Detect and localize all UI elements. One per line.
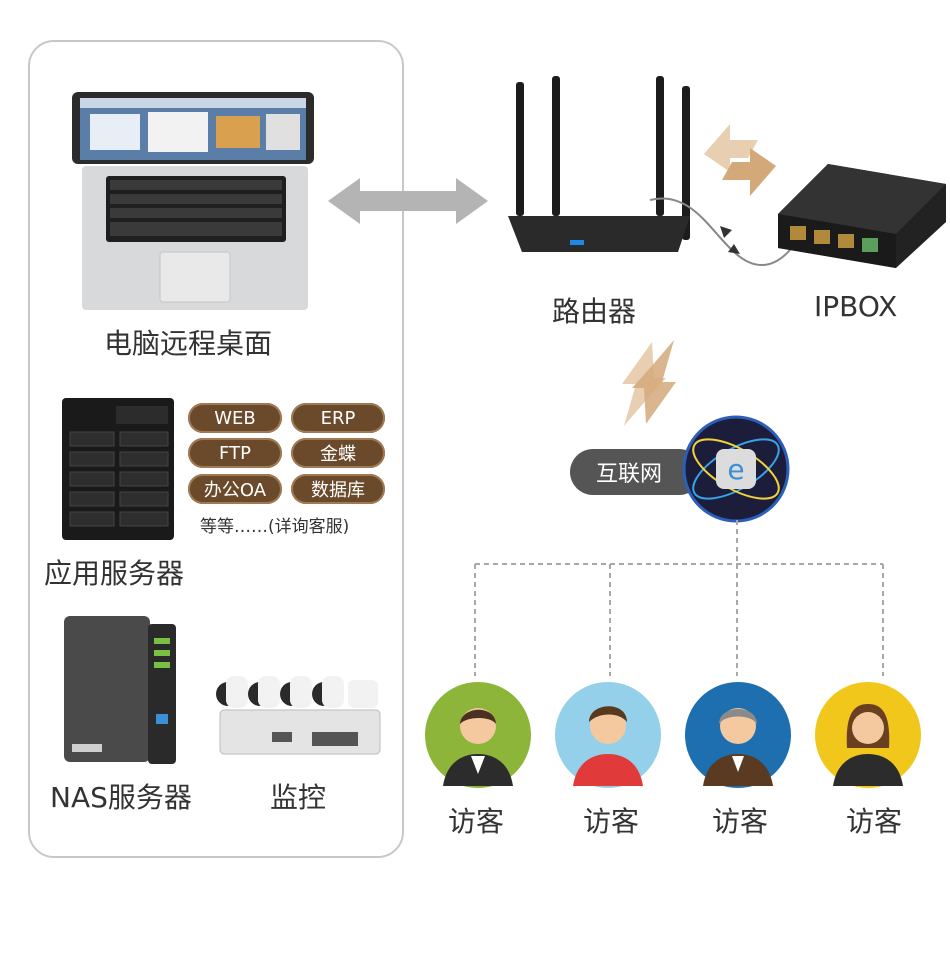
exchange-arrow-internet (622, 340, 676, 426)
service-chip-ftp: FTP (188, 438, 282, 468)
visitor-label: 访客 (712, 805, 769, 838)
avatar-icon (685, 682, 791, 788)
service-chip-oa: 办公OA (188, 474, 282, 504)
service-chip-database: 数据库 (291, 474, 385, 504)
ipbox-icon (778, 164, 946, 268)
router-label: 路由器 (552, 295, 637, 328)
services-note: 等等……(详询客服) (200, 517, 350, 537)
visitor-label: 访客 (846, 805, 903, 838)
globe-icon: e (682, 415, 790, 523)
avatar-icon (425, 682, 531, 788)
internet-pill: 互联网 (570, 449, 702, 495)
server-icon (62, 398, 174, 540)
app-server-label: 应用服务器 (44, 557, 185, 590)
service-chip-web: WEB (188, 403, 282, 433)
visitor-label: 访客 (448, 805, 505, 838)
monitor-label: 监控 (270, 781, 327, 814)
camera-icon (216, 676, 381, 755)
laptop-icon (72, 92, 314, 310)
router-icon (508, 76, 690, 252)
bidirectional-arrow (328, 178, 488, 224)
nas-icon (64, 616, 176, 764)
internet-label: 互联网 (596, 462, 663, 487)
service-chip-erp: ERP (291, 403, 385, 433)
devices-panel (28, 40, 404, 858)
visitor-label: 访客 (583, 805, 640, 838)
laptop-label: 电脑远程桌面 (104, 327, 273, 360)
visitor-connectors (474, 520, 884, 676)
nas-label: NAS服务器 (50, 781, 192, 814)
svg-text:e: e (727, 453, 744, 486)
service-chip-kingdee: 金蝶 (291, 438, 385, 468)
ipbox-label: IPBOX (814, 290, 898, 323)
avatar-icon (555, 682, 661, 788)
exchange-arrow-ipbox (704, 124, 776, 196)
router-ipbox-cable (649, 197, 791, 266)
avatar-icon (815, 682, 921, 788)
